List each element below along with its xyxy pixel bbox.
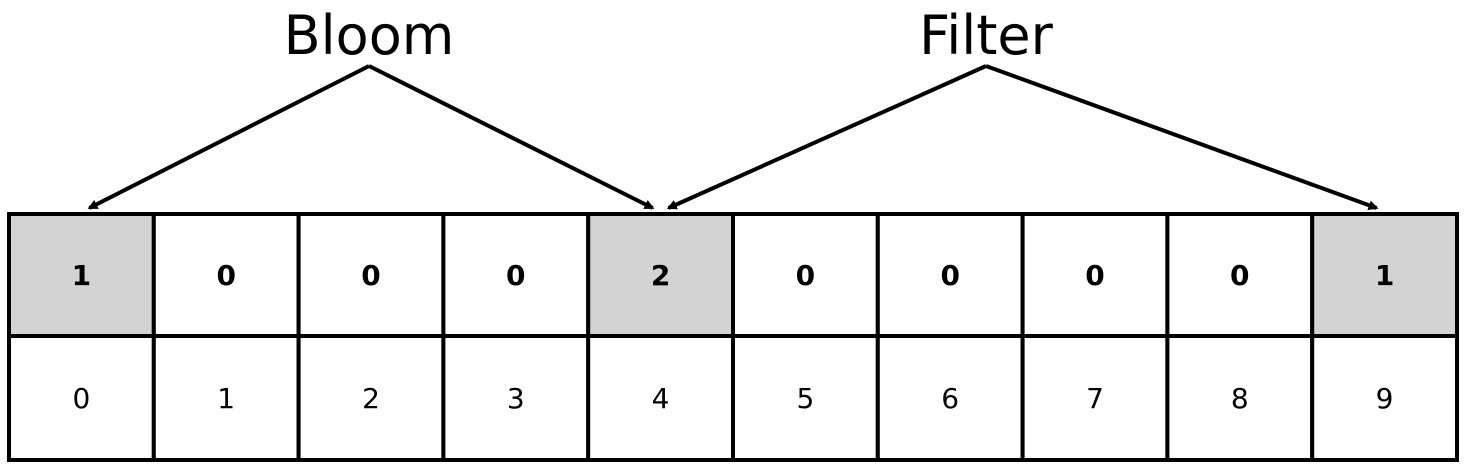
counter-value-4: 2 — [651, 259, 670, 292]
word-filter: Filter — [919, 4, 1054, 67]
index-label-6: 6 — [941, 382, 959, 415]
index-label-9: 9 — [1376, 382, 1394, 415]
index-cell-3 — [441, 334, 591, 462]
counter-cell-0 — [7, 212, 156, 338]
counter-value-6: 0 — [940, 259, 959, 292]
counter-value-9: 1 — [1375, 259, 1394, 292]
counter-value-2: 0 — [361, 259, 380, 292]
bit-array-table: 1 0 0 1 0 2 0 3 2 4 0 5 0 6 0 7 0 8 1 9 — [7, 212, 1459, 462]
index-label-8: 8 — [1231, 382, 1249, 415]
counter-value-7: 0 — [1085, 259, 1104, 292]
counter-value-5: 0 — [796, 259, 815, 292]
hash-arrows — [87, 64, 1379, 210]
index-label-7: 7 — [1086, 382, 1104, 415]
counter-value-8: 0 — [1230, 259, 1249, 292]
hash-arrow-2 — [666, 64, 987, 210]
index-cell-6 — [875, 334, 1025, 462]
index-cell-5 — [731, 334, 880, 462]
counter-value-3: 0 — [506, 259, 525, 292]
index-cell-7 — [1020, 334, 1170, 462]
index-cell-0 — [7, 334, 156, 462]
hash-arrow-3 — [985, 64, 1379, 210]
index-cell-4 — [586, 334, 736, 462]
counter-value-1: 0 — [216, 259, 235, 292]
counter-cell-9 — [1310, 212, 1459, 338]
index-label-2: 2 — [362, 382, 380, 415]
index-label-4: 4 — [652, 382, 670, 415]
word-bloom: Bloom — [284, 4, 455, 67]
counter-value-0: 1 — [72, 259, 91, 292]
index-cell-9 — [1310, 334, 1459, 462]
hash-arrow-0 — [87, 64, 370, 210]
index-label-0: 0 — [72, 382, 90, 415]
counter-cell-8 — [1165, 212, 1315, 338]
index-label-5: 5 — [796, 382, 814, 415]
index-label-3: 3 — [507, 382, 525, 415]
hash-arrow-1 — [368, 64, 655, 210]
index-cell-2 — [296, 334, 446, 462]
index-label-1: 1 — [217, 382, 235, 415]
